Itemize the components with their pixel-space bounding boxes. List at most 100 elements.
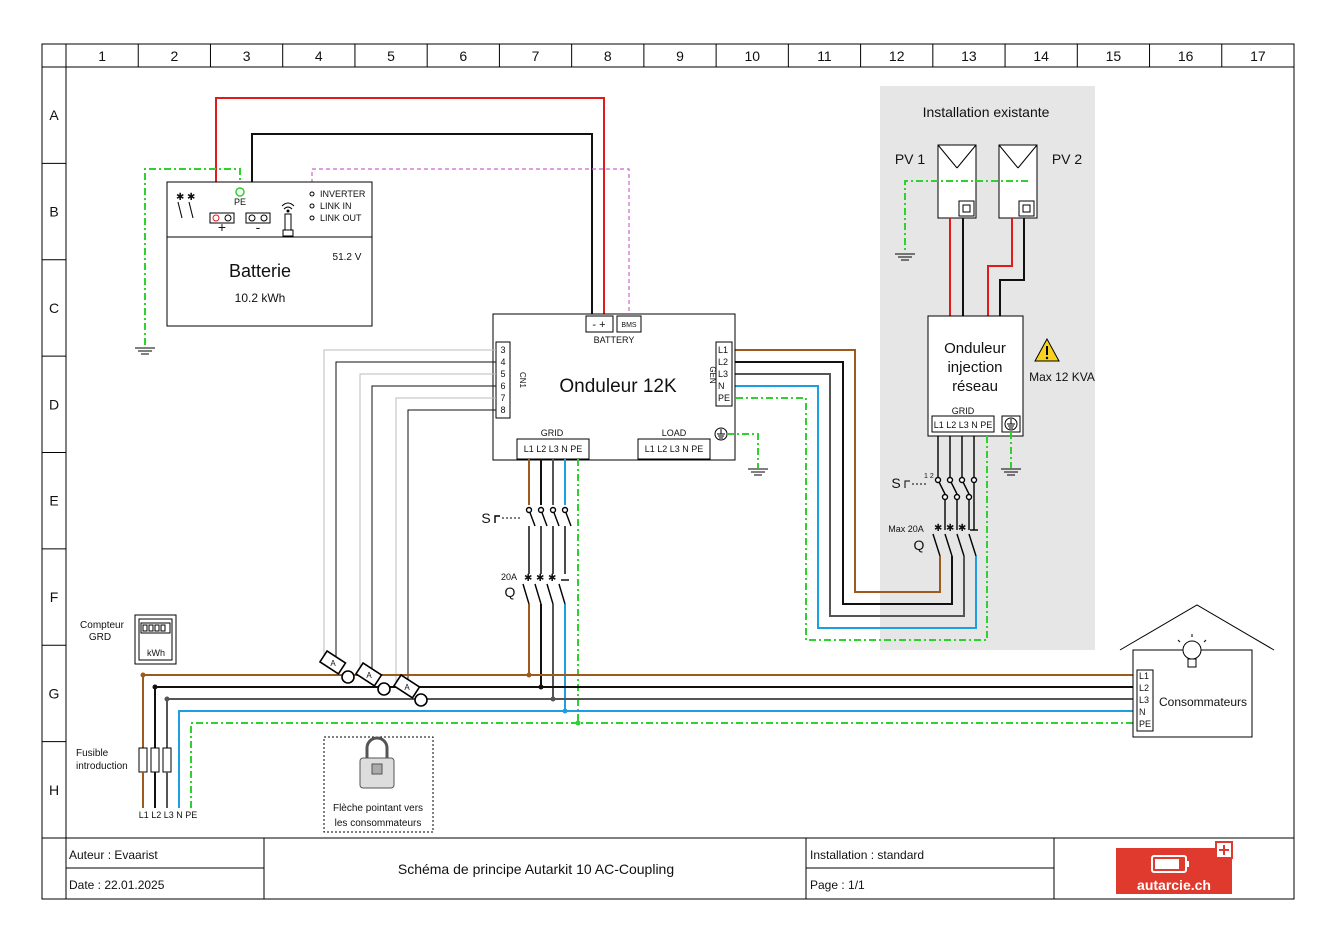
- battery-title: Batterie: [229, 261, 291, 281]
- warning-label: Max 12 KVA: [1029, 370, 1095, 384]
- consumers-label: Consommateurs: [1159, 695, 1247, 709]
- gen-label: GEN: [708, 366, 717, 384]
- fuse-label-line2: introduction: [76, 761, 128, 772]
- row-label: H: [49, 782, 59, 798]
- installation-text: Installation : standard: [810, 848, 924, 862]
- meter-icon: [134, 614, 177, 665]
- column-label: 13: [961, 48, 977, 64]
- ct-clamp-l1: [318, 649, 355, 684]
- inverter-bms-label: BMS: [621, 322, 637, 329]
- cn1-pin: 5: [500, 369, 505, 379]
- existing-switch-poles: [934, 436, 978, 530]
- column-label: 15: [1106, 48, 1122, 64]
- battery-earth-symbol: [135, 347, 155, 355]
- svg-text:✱: ✱: [536, 573, 544, 584]
- column-label: 2: [170, 48, 178, 64]
- row-label: A: [49, 107, 59, 123]
- consumer-pin: L3: [1139, 695, 1149, 705]
- battery-port-link-in: LINK IN: [320, 201, 352, 211]
- battery-dc-wires: [144, 97, 630, 346]
- battery-pe-terminal: [235, 187, 245, 197]
- column-label: 4: [315, 48, 323, 64]
- column-label: 1: [98, 48, 106, 64]
- cn1-terminal: [495, 341, 511, 419]
- column-label: 9: [676, 48, 684, 64]
- svg-text:✱: ✱: [958, 523, 966, 534]
- row-label: C: [49, 300, 59, 316]
- battery-pe-label: PE: [234, 197, 246, 207]
- existing-earth-wire: [1001, 432, 1021, 476]
- battery-plus-terminal: [209, 212, 235, 224]
- autarcie-logo: [1116, 841, 1233, 894]
- existing-breaker-rating: Max 20A: [888, 524, 924, 534]
- cn1-pin: 4: [500, 357, 505, 367]
- grid-breaker-label: Q: [505, 584, 516, 600]
- consumer-pin: N: [1139, 707, 1146, 717]
- svg-text:✱: ✱: [524, 573, 532, 584]
- row-label: F: [50, 589, 59, 605]
- ct-clamp-l2: [354, 661, 391, 696]
- pv2-panel: [998, 144, 1038, 219]
- consumer-pin: L1: [1139, 671, 1149, 681]
- ct-clamp-l3: [392, 673, 428, 707]
- inverter-12k-box: [492, 313, 736, 461]
- column-label: 17: [1250, 48, 1266, 64]
- drawing-frame: [41, 43, 1295, 900]
- ct-clamp-l2-letter: A: [366, 671, 372, 680]
- ct-signal-wires: [323, 349, 496, 682]
- row-label: E: [49, 493, 58, 509]
- battery-breaker-icon: ✱ ✱: [176, 192, 195, 219]
- grid-switch-label: S: [481, 510, 490, 526]
- meter-label-line1: Compteur: [80, 620, 125, 631]
- column-label: 16: [1178, 48, 1194, 64]
- battery-port-inverter: INVERTER: [320, 189, 366, 199]
- inverter-load-label: LOAD: [662, 428, 687, 438]
- cn1-pin: 7: [500, 393, 505, 403]
- meter-unit: kWh: [147, 648, 165, 658]
- existing-inverter-line1: Onduleur: [944, 340, 1006, 357]
- author-text: Auteur : Evaarist: [69, 848, 158, 862]
- pv-earth-wire: [895, 180, 1028, 261]
- battery-plus-label: +: [218, 219, 226, 235]
- page-text: Page : 1/1: [810, 878, 865, 892]
- fuse-label-line1: Fusible: [76, 748, 109, 759]
- drawing-title: Schéma de principe Autarkit 10 AC-Coupli…: [398, 861, 674, 877]
- existing-grid-terminal: [931, 415, 995, 433]
- existing-breaker: ✱ ✱ ✱: [932, 523, 978, 557]
- gen-pin: L2: [718, 357, 728, 367]
- column-label: 10: [744, 48, 760, 64]
- column-label: 11: [817, 48, 832, 64]
- inverter-bms-port: [616, 315, 642, 333]
- column-label: 7: [532, 48, 540, 64]
- existing-inverter-line2: injection: [947, 359, 1002, 376]
- gen-pin: PE: [718, 393, 730, 403]
- fuse-out-wires: [142, 772, 168, 808]
- column-label: 14: [1033, 48, 1049, 64]
- row-label: B: [49, 204, 58, 220]
- existing-output-wires: [735, 349, 988, 641]
- ct-note-line1: Flèche pointant vers: [333, 803, 423, 814]
- grid-breaker: ✱ ✱ ✱: [522, 573, 569, 605]
- wifi-dongle-icon: [281, 202, 295, 237]
- battery-port-link-out: LINK OUT: [320, 213, 362, 223]
- svg-text:✱: ✱: [176, 192, 184, 203]
- existing-inverter-line3: réseau: [952, 378, 998, 395]
- grid-switch: [494, 506, 572, 574]
- svg-text:✱: ✱: [946, 523, 954, 534]
- inverter-load-terminal: [637, 438, 711, 460]
- svg-text:✱: ✱: [187, 192, 195, 203]
- svg-text:✱: ✱: [548, 573, 556, 584]
- existing-grid-terms: L1 L2 L3 N PE: [934, 420, 993, 430]
- consumer-terminal: [1136, 669, 1154, 732]
- ct-clamp-l3-letter: A: [404, 683, 410, 692]
- cn1-pin: 3: [500, 345, 505, 355]
- cn1-label: CN1: [518, 372, 527, 389]
- row-label: D: [49, 396, 59, 412]
- inverter-battery-terms: - +: [592, 319, 605, 331]
- bus-junction-dots: [140, 672, 581, 726]
- existing-grid-label: GRID: [952, 406, 975, 416]
- gen-pin: N: [718, 381, 725, 391]
